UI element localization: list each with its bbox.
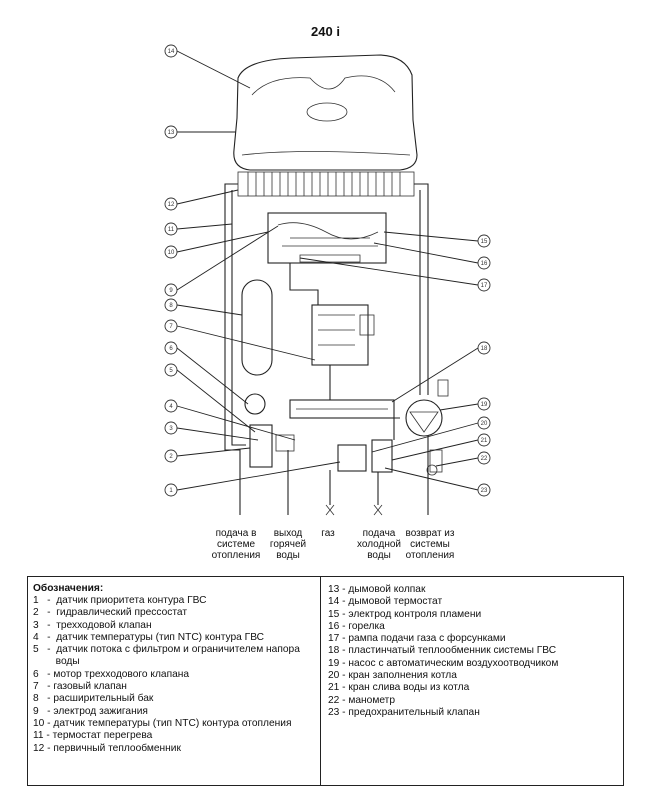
svg-text:22: 22 — [481, 456, 488, 462]
svg-text:8: 8 — [169, 303, 173, 309]
legend-item-4: 4 - датчик температуры (тип NTC) контура… — [33, 631, 265, 643]
label-heating-flow: подача в системе отопления — [211, 528, 261, 561]
svg-text:18: 18 — [481, 346, 488, 352]
svg-text:9: 9 — [169, 288, 173, 294]
callout-10: 10 — [164, 245, 178, 259]
legend-item-23: 23 - предохранительный клапан — [328, 706, 480, 718]
diagram-title: 240 i — [311, 24, 340, 39]
callout-14: 14 — [164, 44, 178, 58]
legend-item-2: 2 - гидравлический прессостат — [33, 607, 188, 619]
svg-text:23: 23 — [481, 488, 488, 494]
callout-8: 8 — [164, 298, 178, 312]
svg-text:13: 13 — [168, 130, 175, 136]
callout-5: 5 — [164, 363, 178, 377]
legend-right-column: 13 - дымовой колпак 14 - дымовой термост… — [328, 584, 618, 719]
boiler-schematic: 14 13 12 11 10 9 8 7 6 5 4 3 2 1 15 16 1… — [164, 44, 491, 516]
legend-item-11: 11 - термостат перегрева — [33, 730, 153, 742]
hydraulic-block — [249, 424, 443, 476]
svg-text:3: 3 — [169, 426, 173, 432]
legend-item-14: 14 - дымовой термостат — [328, 596, 443, 608]
legend-item-21: 21 - кран слива воды из котла — [328, 682, 470, 694]
callout-1: 1 — [164, 483, 178, 497]
legend-title: Обозначения: — [33, 583, 104, 594]
smoke-hood — [233, 54, 418, 171]
svg-text:17: 17 — [481, 283, 488, 289]
expansion-tank — [241, 279, 273, 376]
callout-18: 18 — [477, 341, 491, 355]
legend-item-3: 3 - трехходовой клапан — [33, 619, 152, 631]
legend-divider — [320, 577, 321, 785]
callout-23: 23 — [477, 483, 491, 497]
svg-text:2: 2 — [169, 454, 173, 460]
smoke-hood-vent — [306, 102, 348, 122]
callout-20: 20 — [477, 416, 491, 430]
legend-item-7: 7 - газовый клапан — [33, 681, 127, 693]
callout-7: 7 — [164, 319, 178, 333]
legend-item-17: 17 - рампа подачи газа с форсунками — [328, 633, 506, 645]
callout-19: 19 — [477, 397, 491, 411]
legend-box: Обозначения: 1 - датчик приоритета конту… — [27, 576, 624, 786]
svg-text:15: 15 — [481, 239, 488, 245]
callout-2: 2 — [164, 449, 178, 463]
svg-text:4: 4 — [169, 404, 173, 410]
legend-left-column: Обозначения: 1 - датчик приоритета конту… — [33, 583, 318, 755]
svg-text:5: 5 — [169, 368, 173, 374]
legend-item-6: 6 - мотор трехходового клапана — [33, 668, 190, 680]
legend-item-12: 12 - первичный теплообменник — [33, 742, 181, 754]
legend-item-8: 8 - расширительный бак — [33, 693, 154, 705]
legend-item-15: 15 - электрод контроля пламени — [328, 608, 482, 620]
callout-15: 15 — [477, 234, 491, 248]
label-cold-water-in: подача холодной воды — [356, 528, 402, 561]
legend-item-1: 1 - датчик приоритета контура ГВС — [33, 595, 207, 606]
callout-12: 12 — [164, 197, 178, 211]
svg-text:14: 14 — [168, 49, 175, 55]
svg-text:1: 1 — [169, 488, 173, 494]
svg-text:12: 12 — [168, 202, 175, 208]
svg-text:19: 19 — [481, 402, 488, 408]
svg-text:10: 10 — [168, 250, 175, 256]
label-gas: газ — [321, 528, 335, 539]
callout-4: 4 — [164, 399, 178, 413]
pump — [405, 399, 443, 437]
svg-text:11: 11 — [168, 227, 175, 233]
callout-9: 9 — [164, 283, 178, 297]
heating-return-pipe — [414, 183, 429, 395]
label-hot-water-out: выход горячей воды — [269, 528, 307, 561]
burner-chamber — [267, 212, 387, 264]
callout-13: 13 — [164, 125, 178, 139]
callout-11: 11 — [164, 222, 178, 236]
gas-valve — [311, 304, 375, 366]
callout-22: 22 — [477, 451, 491, 465]
callout-6: 6 — [164, 341, 178, 355]
callout-17: 17 — [477, 278, 491, 292]
callout-3: 3 — [164, 421, 178, 435]
primary-heat-exchanger — [237, 171, 415, 197]
svg-text:21: 21 — [481, 438, 488, 444]
svg-text:6: 6 — [169, 346, 173, 352]
plate-heat-exchanger — [289, 399, 395, 419]
svg-text:16: 16 — [481, 261, 488, 267]
legend-item-9: 9 - электрод зажигания — [33, 705, 148, 717]
legend-item-18: 18 - пластинчатый теплообменник системы … — [328, 645, 557, 657]
svg-text:20: 20 — [481, 421, 488, 427]
smoke-hood-inner — [251, 75, 396, 96]
legend-item-13: 13 - дымовой колпак — [328, 584, 426, 595]
callout-21: 21 — [477, 433, 491, 447]
heating-flow-pipe — [224, 183, 241, 515]
legend-item-16: 16 - горелка — [328, 620, 385, 632]
svg-text:7: 7 — [169, 324, 173, 330]
legend-item-19: 19 - насос с автоматическим воздухоотвод… — [328, 657, 559, 669]
legend-item-10: 10 - датчик температуры (тип NTC) контур… — [33, 717, 292, 729]
callout-16: 16 — [477, 256, 491, 270]
label-heating-return: возврат из системы отопления — [405, 528, 455, 561]
valve-motor — [244, 393, 266, 415]
legend-item-5: 5 - датчик потока с фильтром и ограничит… — [33, 644, 300, 668]
legend-item-20: 20 - кран заполнения котла — [328, 670, 457, 682]
legend-item-22: 22 - манометр — [328, 694, 396, 706]
